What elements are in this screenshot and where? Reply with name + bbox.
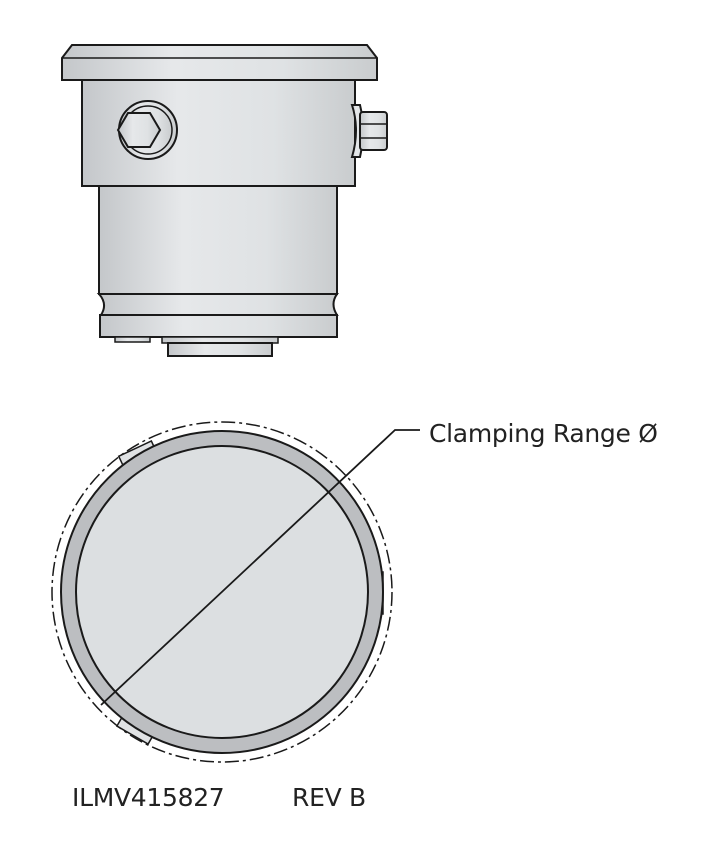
hex-bolt-icon (116, 100, 178, 160)
side-view (61, 44, 388, 357)
clamping-range-label: Clamping Range Ø (429, 419, 658, 448)
lower-body (98, 185, 338, 295)
side-bolt-icon (350, 104, 388, 158)
leader-line (100, 429, 420, 706)
groove (96, 293, 339, 316)
bottom-collar (99, 314, 338, 338)
bottom-view (51, 421, 420, 763)
part-number: ILMV415827 (72, 783, 225, 812)
bottom-plate (114, 336, 151, 343)
revision-label: REV B (292, 783, 366, 812)
top-flange (61, 44, 378, 81)
bottom-boss (167, 342, 273, 357)
clamping-range-circle (51, 421, 393, 763)
